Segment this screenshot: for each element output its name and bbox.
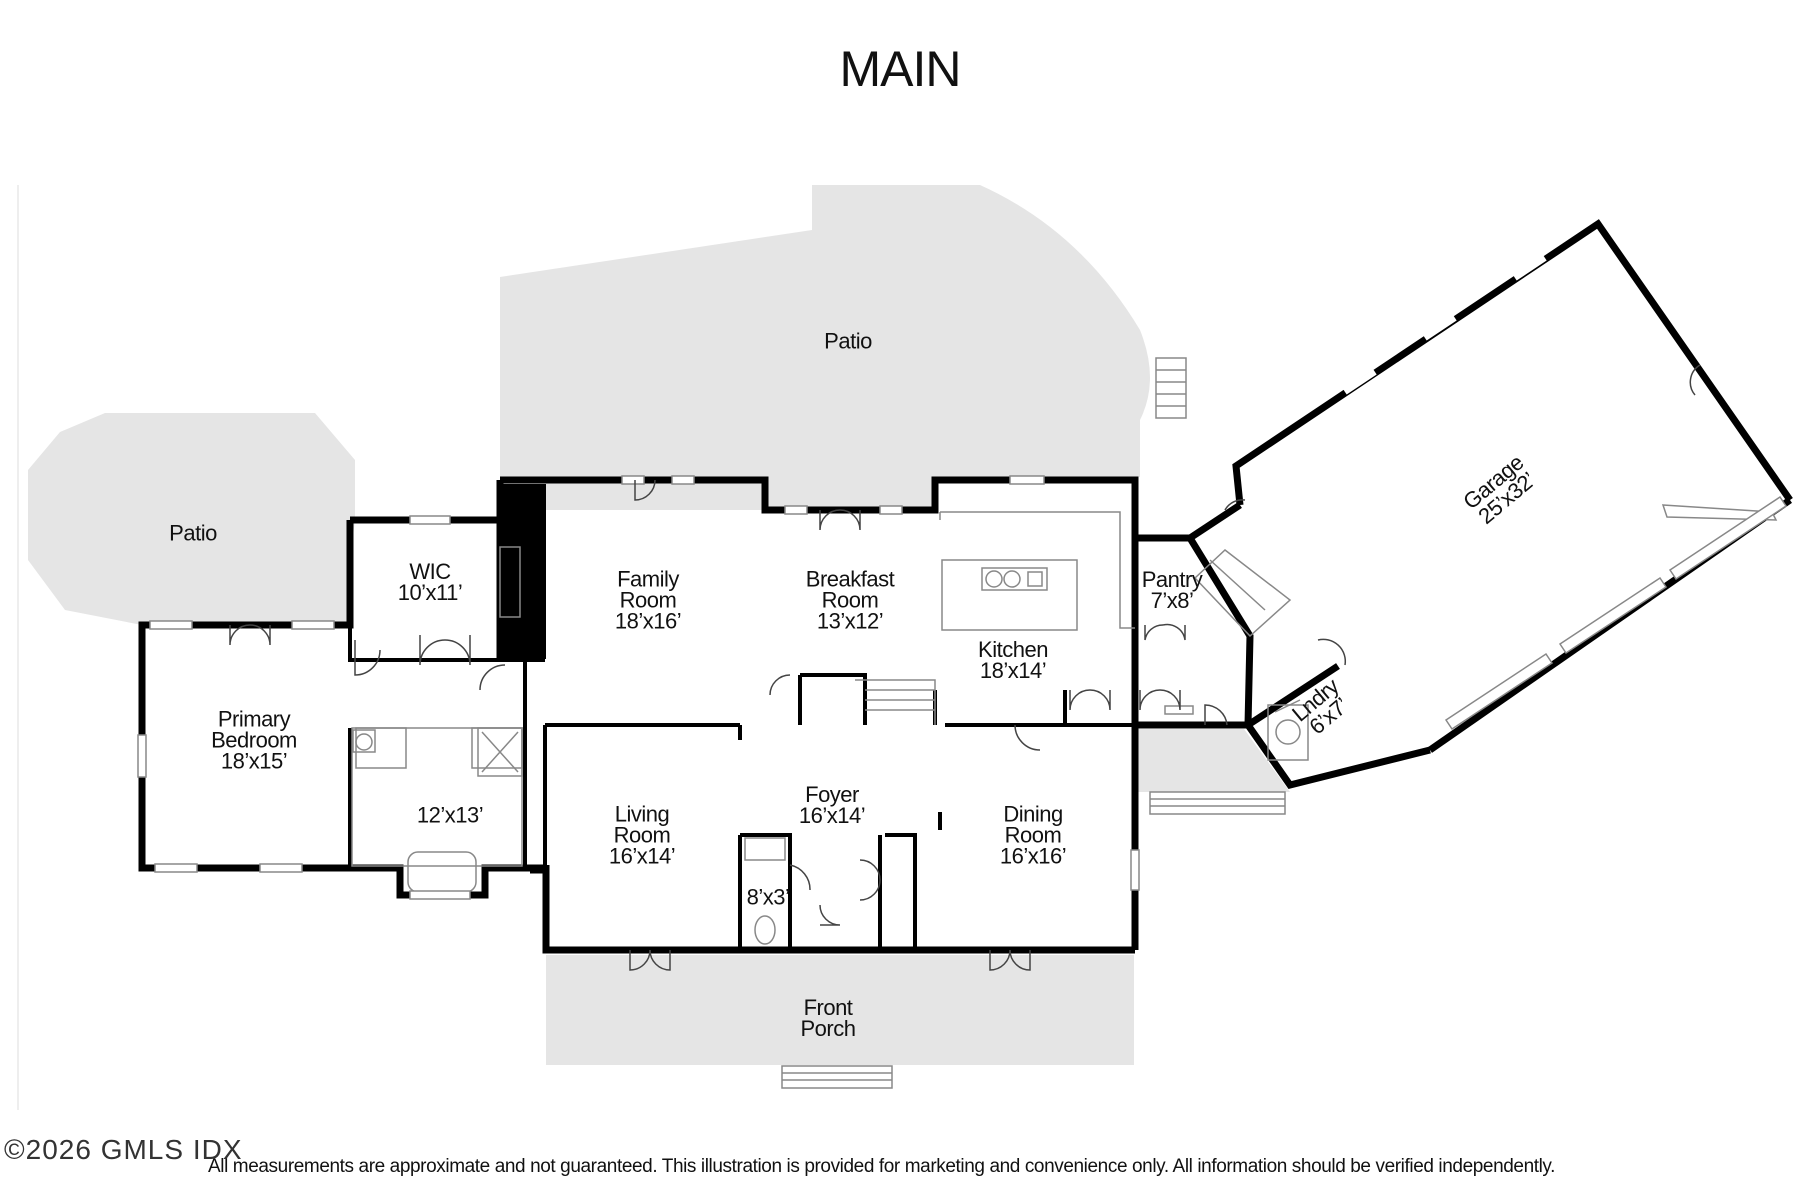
- garage-door-panels: [1444, 495, 1788, 731]
- room-label-line: 16’x14’: [608, 843, 676, 869]
- room-label-patio-top: Patio: [824, 328, 872, 354]
- interior-walls: [348, 625, 1135, 950]
- room-label-patio-left: Patio: [169, 520, 217, 546]
- patio-left-area: [28, 413, 355, 625]
- side-steps: [1149, 791, 1286, 815]
- patio-top-area: [500, 185, 1150, 510]
- room-label-line: 7’x8’: [1150, 588, 1194, 613]
- front-porch-area: [546, 955, 1134, 1065]
- room-label-line: 18’x14’: [979, 658, 1047, 683]
- room-label-line: 10’x11’: [397, 580, 463, 605]
- room-label-line: Room: [1004, 822, 1062, 848]
- room-label-line: Room: [619, 587, 677, 613]
- room-label-line: Front: [803, 995, 853, 1020]
- room-label-line: Dining: [1003, 801, 1063, 827]
- garage-windows: [1343, 255, 1547, 395]
- room-label-primary-bath: 12’x13’: [416, 802, 484, 828]
- watermark: ©2026 GMLS IDX: [4, 1134, 243, 1165]
- room-label-line: 16’x14’: [798, 803, 866, 828]
- room-label-line: 16’x16’: [999, 843, 1067, 869]
- room-label-line: Patio: [824, 328, 872, 354]
- room-label-line: 18’x15’: [220, 748, 288, 774]
- room-label-line: Patio: [169, 520, 217, 546]
- room-label-line: Foyer: [805, 782, 859, 807]
- patio-steps: [1155, 357, 1187, 419]
- garage-doors: [1661, 504, 1778, 521]
- fixtures: [351, 511, 1309, 945]
- side-porch-area: [1138, 729, 1290, 792]
- room-label-line: Porch: [800, 1016, 856, 1041]
- room-label-line: 12’x13’: [416, 802, 484, 828]
- room-label-line: Breakfast: [805, 566, 895, 592]
- fireplace: [500, 484, 546, 659]
- room-label-powder-room: 8’x3’: [746, 884, 790, 910]
- room-label-line: Room: [613, 822, 671, 848]
- room-label-line: Living: [614, 801, 670, 827]
- doors: [229, 364, 1701, 971]
- room-label-line: Bedroom: [211, 727, 297, 753]
- front-steps: [781, 1065, 893, 1089]
- page-title: MAIN: [839, 41, 962, 97]
- room-label-line: 18’x16’: [614, 608, 682, 634]
- room-label-line: Room: [821, 587, 879, 613]
- room-label-line: WIC: [409, 559, 451, 584]
- room-label-line: 8’x3’: [746, 884, 790, 910]
- room-label-line: Kitchen: [978, 637, 1048, 662]
- disclaimer: All measurements are approximate and not…: [208, 1156, 1556, 1177]
- room-label-line: Family: [617, 566, 679, 592]
- room-label-line: Primary: [217, 706, 291, 732]
- room-label-line: Pantry: [1141, 567, 1203, 592]
- room-label-line: 13’x12’: [816, 608, 884, 634]
- windows: [137, 475, 1194, 900]
- walls: [138, 219, 1793, 954]
